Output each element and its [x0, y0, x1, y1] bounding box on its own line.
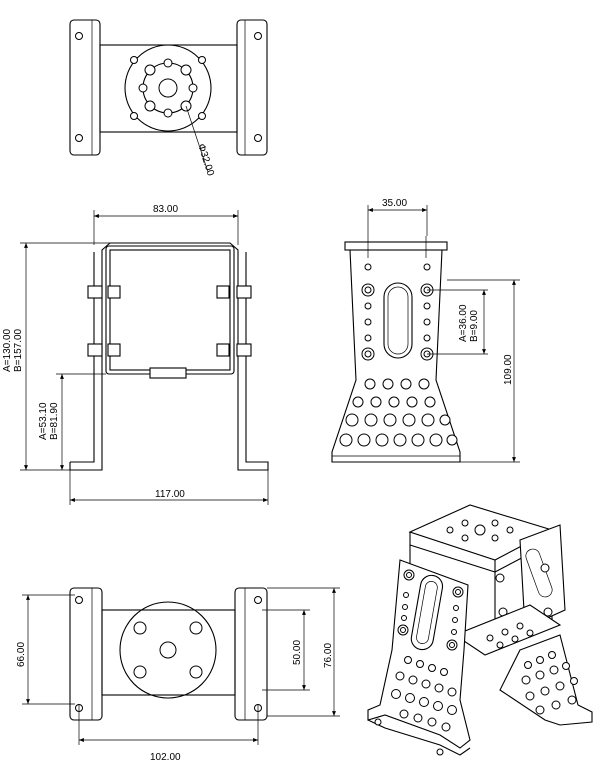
front-height-a: A=130.00: [2, 328, 13, 372]
iso-front-slot: [410, 574, 444, 651]
side-hole-pattern: [339, 378, 458, 447]
side-pitch-b: B=9.00: [469, 310, 480, 342]
left-flange: [69, 19, 101, 156]
top-dia-label: Φ32.00: [195, 143, 216, 178]
front-width-top: 83.00: [153, 204, 178, 215]
front-lower-b: B=81.90: [49, 402, 60, 440]
front-view: 83.00 117.00 A=130.00 B=157.00 A=53.10 B…: [2, 204, 269, 505]
iso-rear-leg: [499, 634, 593, 726]
bottom-base-width: 102.00: [150, 752, 181, 763]
bottom-outer-height: 76.00: [323, 643, 334, 668]
isometric-view: [367, 504, 593, 756]
top-view: Φ32.00: [69, 19, 268, 178]
center-hole: [158, 78, 178, 98]
side-hole-span: 35.00: [382, 198, 407, 209]
bracket-outline: [69, 242, 269, 471]
front-lower-a: A=53.10: [38, 402, 49, 440]
bottom-center-hole: [159, 641, 177, 659]
bottom-right-flange: [234, 587, 268, 721]
bottom-center-plate: [101, 609, 236, 696]
bottom-left-flange: [69, 587, 103, 721]
bottom-slot-height: 50.00: [292, 640, 303, 665]
front-height-b: B=157.00: [13, 328, 24, 372]
center-slot: [383, 282, 413, 359]
side-total-height: 109.00: [503, 354, 514, 385]
iso-front-plate: [367, 559, 471, 749]
bottom-view: 66.00 50.00 76.00 102.00: [16, 587, 340, 763]
bottom-inner-height: 66.00: [16, 642, 27, 667]
inner-servo-frame: [109, 249, 231, 371]
front-screws: [87, 285, 252, 357]
side-view: 35.00 A=36.00 B=9.00 109.00: [331, 198, 520, 463]
iso-front-holes: [391, 656, 457, 732]
servo-horn-disc: [124, 44, 212, 132]
front-width-base: 117.00: [155, 489, 185, 500]
side-plate-outline: [331, 249, 461, 463]
side-pitch-a: A=36.00: [458, 304, 469, 342]
top-flange: [344, 241, 448, 251]
right-flange: [236, 19, 268, 156]
